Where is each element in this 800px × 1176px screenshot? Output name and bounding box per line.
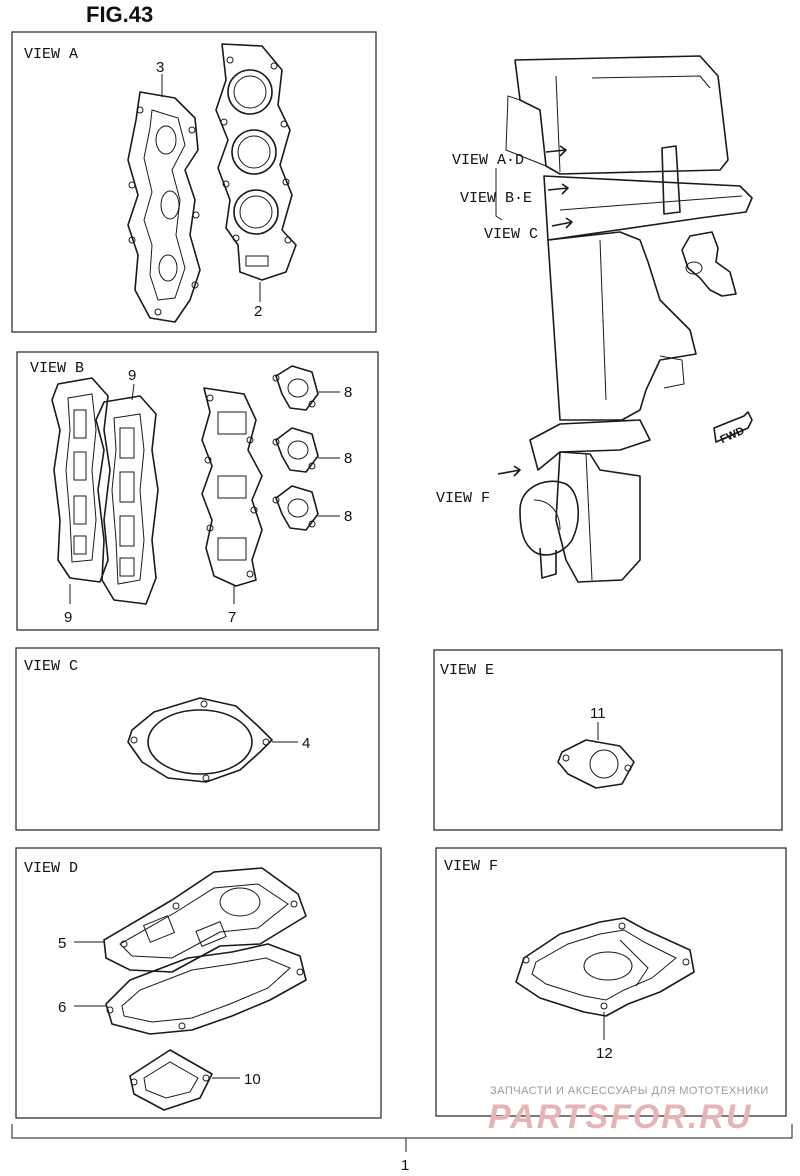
arrow-view-f-icon — [497, 465, 521, 477]
part-number-6: 6 — [58, 999, 66, 1016]
view-b-panel: VIEW B 9 9 — [16, 351, 379, 631]
watermark-logo: PARTSFOR.RU — [488, 1098, 752, 1136]
view-c-frame — [15, 647, 380, 831]
view-d-label: VIEW D — [24, 860, 78, 877]
arrow-view-a-d-icon — [545, 145, 567, 157]
view-f-label: VIEW F — [444, 858, 498, 875]
gasket-part-12 — [515, 917, 695, 1040]
gasket-part-3 — [127, 74, 201, 323]
gasket-part-11 — [557, 722, 635, 789]
part-number-10: 10 — [244, 1071, 261, 1088]
gasket-part-5 — [74, 867, 307, 973]
part-number-8-lower: 8 — [344, 508, 352, 525]
gasket-part-8-upper — [272, 365, 340, 411]
gasket-part-9-rear — [51, 377, 111, 583]
gasket-part-9-front — [69, 383, 159, 605]
part-number-12: 12 — [596, 1045, 613, 1062]
part-number-9-top: 9 — [128, 367, 136, 384]
fwd-label: FWD — [718, 425, 746, 446]
view-d-frame — [15, 847, 382, 1119]
assembly-bracket — [11, 1124, 793, 1152]
part-number-8-middle: 8 — [344, 450, 352, 467]
gasket-part-6 — [74, 943, 307, 1035]
view-a-frame — [11, 31, 377, 333]
view-f-panel: VIEW F 12 — [435, 847, 787, 1117]
view-c-label: VIEW C — [24, 658, 78, 675]
gasket-part-7 — [201, 387, 263, 604]
callout-bracket — [495, 168, 503, 221]
view-f-frame — [435, 847, 787, 1117]
part-number-5: 5 — [58, 935, 66, 952]
forward-arrow-icon — [713, 411, 753, 443]
gasket-part-8-lower — [272, 485, 340, 531]
watermark-tagline: ЗАПЧАСТИ И АКСЕССУАРЫ ДЛЯ МОТОТЕХНИКИ — [490, 1085, 769, 1097]
part-number-11: 11 — [590, 705, 606, 722]
gasket-part-8-middle — [272, 427, 340, 473]
callout-view-a-d: VIEW A·D — [452, 152, 524, 169]
figure-title: FIG.43 — [86, 2, 153, 27]
part-number-9-bottom: 9 — [64, 609, 72, 626]
outboard-engine-illustration — [505, 55, 753, 583]
arrow-view-b-e-icon — [547, 183, 569, 195]
gasket-part-2 — [215, 43, 297, 302]
part-number-4: 4 — [302, 735, 310, 752]
view-a-label: VIEW A — [24, 46, 78, 63]
part-number-2: 2 — [254, 303, 262, 320]
arrow-view-c-icon — [551, 217, 573, 229]
view-e-frame — [433, 649, 783, 831]
part-number-7: 7 — [228, 609, 236, 626]
part-number-1: 1 — [401, 1157, 409, 1174]
view-b-frame — [16, 351, 379, 631]
view-b-label: VIEW B — [30, 360, 84, 377]
gasket-part-4 — [127, 697, 298, 783]
part-number-8-upper: 8 — [344, 384, 352, 401]
part-number-3: 3 — [156, 59, 164, 76]
view-e-label: VIEW E — [440, 662, 494, 679]
view-c-panel: VIEW C 4 — [15, 647, 380, 831]
view-a-panel: VIEW A 3 — [11, 31, 377, 333]
view-d-panel: VIEW D 5 6 10 — [15, 847, 382, 1119]
view-e-panel: VIEW E 11 — [433, 649, 783, 831]
gasket-part-10 — [129, 1049, 240, 1111]
callout-view-f: VIEW F — [436, 490, 490, 507]
callout-view-c: VIEW C — [484, 226, 538, 243]
